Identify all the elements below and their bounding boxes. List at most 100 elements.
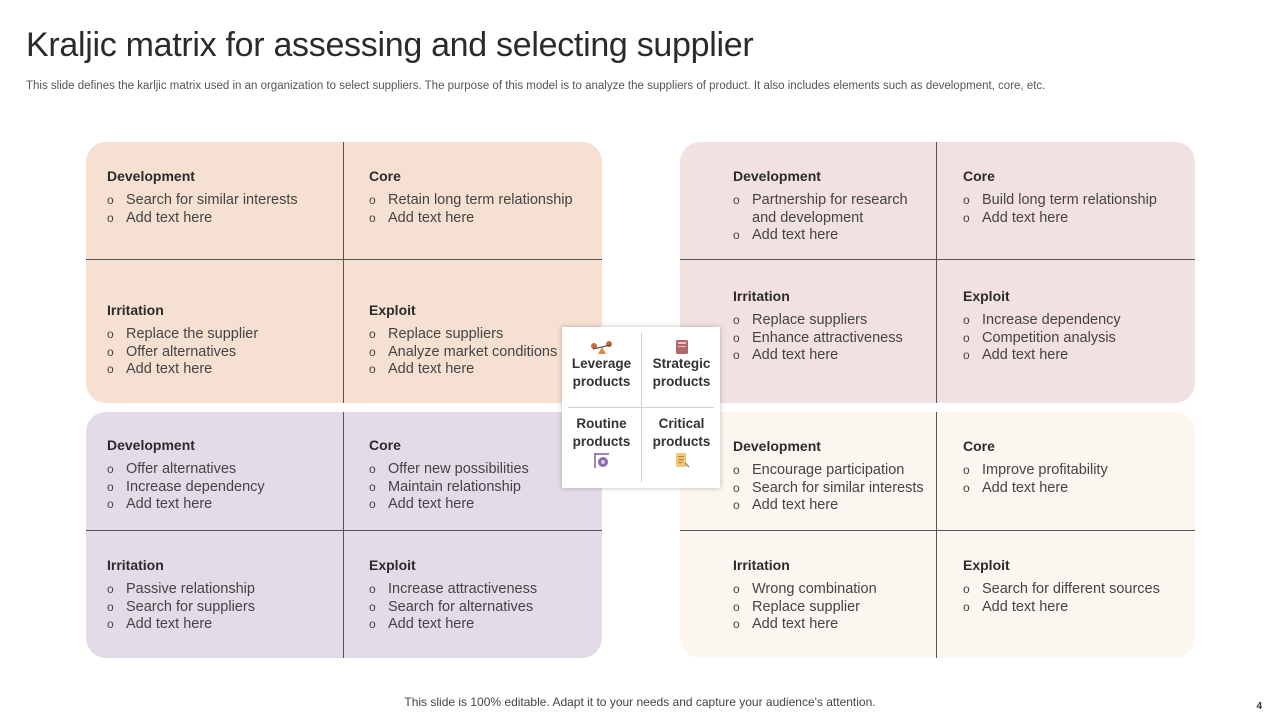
product-matrix-center: Leverage products Strategic products Rou… bbox=[562, 327, 720, 488]
leverage-label-line2: products bbox=[572, 374, 631, 389]
list-item: Add text here bbox=[369, 361, 557, 379]
list-item: Analyze market conditions bbox=[369, 344, 557, 362]
cell-heading: Core bbox=[963, 168, 995, 184]
list-item: Add text here bbox=[107, 616, 255, 634]
routine-label-line1: Routine bbox=[576, 416, 627, 431]
cell-exploit: Exploit Search for different sourcesAdd … bbox=[963, 557, 1160, 616]
divider-vertical bbox=[343, 412, 344, 658]
cell-development: Development Partnership for researchand … bbox=[733, 168, 908, 245]
list-item: Add text here bbox=[369, 616, 537, 634]
cell-list: Passive relationshipSearch for suppliers… bbox=[107, 581, 255, 634]
list-item: Search for similar interests bbox=[733, 480, 924, 498]
cell-list: Retain long term relationshipAdd text he… bbox=[369, 192, 573, 227]
cell-development: Development Search for similar interests… bbox=[107, 168, 298, 227]
cell-development: Development Offer alternativesIncrease d… bbox=[107, 437, 265, 514]
list-item: Add text here bbox=[107, 361, 258, 379]
document-icon bbox=[675, 453, 690, 468]
cell-list: Increase attractivenessSearch for altern… bbox=[369, 581, 537, 634]
clock-icon bbox=[593, 453, 609, 468]
cell-core: Core Improve profitabilityAdd text here bbox=[963, 438, 1108, 497]
cell-heading: Irritation bbox=[107, 557, 164, 573]
leverage-products: Leverage products bbox=[562, 339, 641, 419]
list-item: Increase dependency bbox=[107, 479, 265, 497]
cell-exploit: Exploit Replace suppliersAnalyze market … bbox=[369, 302, 557, 379]
cell-core: Core Build long term relationshipAdd tex… bbox=[963, 168, 1157, 227]
list-item: Offer alternatives bbox=[107, 461, 265, 479]
list-item: Add text here bbox=[963, 480, 1108, 498]
scale-icon bbox=[590, 341, 612, 354]
list-item: Competition analysis bbox=[963, 330, 1121, 348]
cell-irritation: Irritation Wrong combinationReplace supp… bbox=[733, 557, 877, 634]
list-item: Replace the supplier bbox=[107, 326, 258, 344]
cell-list: Search for similar interestsAdd text her… bbox=[107, 192, 298, 227]
routine-label-line2: products bbox=[572, 434, 631, 449]
cell-irritation: Irritation Passive relationshipSearch fo… bbox=[107, 557, 255, 634]
cell-heading: Exploit bbox=[369, 302, 416, 318]
quadrant-top-right: Development Partnership for researchand … bbox=[680, 142, 1195, 403]
quadrant-bottom-left: Development Offer alternativesIncrease d… bbox=[86, 412, 602, 658]
list-item: Increase dependency bbox=[963, 312, 1121, 330]
list-item: Build long term relationship bbox=[963, 192, 1157, 210]
list-item: Add text here bbox=[733, 347, 903, 365]
cell-exploit: Exploit Increase dependencyCompetition a… bbox=[963, 288, 1121, 365]
cell-development: Development Encourage participationSearc… bbox=[733, 438, 924, 515]
cell-heading: Core bbox=[369, 168, 401, 184]
divider-vertical bbox=[936, 142, 937, 403]
cell-list: Replace suppliersEnhance attractivenessA… bbox=[733, 312, 903, 365]
cell-irritation: Irritation Replace the supplierOffer alt… bbox=[107, 302, 258, 379]
list-item: Add text here bbox=[107, 496, 265, 514]
list-item: Wrong combination bbox=[733, 581, 877, 599]
cell-exploit: Exploit Increase attractivenessSearch fo… bbox=[369, 557, 537, 634]
cell-heading: Exploit bbox=[963, 288, 1010, 304]
cell-heading: Core bbox=[963, 438, 995, 454]
list-item: Offer alternatives bbox=[107, 344, 258, 362]
cell-core: Core Offer new possibilitiesMaintain rel… bbox=[369, 437, 529, 514]
cell-heading: Development bbox=[733, 438, 821, 454]
list-item: Add text here bbox=[107, 210, 298, 228]
cell-heading: Irritation bbox=[733, 288, 790, 304]
cell-heading: Development bbox=[107, 437, 195, 453]
cell-list: Increase dependencyCompetition analysisA… bbox=[963, 312, 1121, 365]
footer-note: This slide is 100% editable. Adapt it to… bbox=[404, 695, 876, 709]
list-item: Add text here bbox=[733, 616, 877, 634]
divider-horizontal bbox=[86, 259, 602, 260]
cell-irritation: Irritation Replace suppliersEnhance attr… bbox=[733, 288, 903, 365]
list-item: Search for alternatives bbox=[369, 599, 537, 617]
divider-vertical bbox=[343, 142, 344, 403]
list-item: Search for suppliers bbox=[107, 599, 255, 617]
list-item: Maintain relationship bbox=[369, 479, 529, 497]
quadrant-bottom-right: Development Encourage participationSearc… bbox=[680, 412, 1195, 658]
cell-list: Wrong combinationReplace supplierAdd tex… bbox=[733, 581, 877, 634]
page-number: 4 bbox=[1256, 701, 1262, 712]
critical-label-line2: products bbox=[652, 434, 711, 449]
divider-horizontal bbox=[680, 530, 1195, 531]
critical-products: Critical products bbox=[642, 415, 721, 495]
list-item: Encourage participation bbox=[733, 462, 924, 480]
strategic-label-line2: products bbox=[652, 374, 711, 389]
cell-list: Build long term relationshipAdd text her… bbox=[963, 192, 1157, 227]
list-item: Add text here bbox=[369, 210, 573, 228]
cell-heading: Irritation bbox=[107, 302, 164, 318]
list-item: Add text here bbox=[369, 496, 529, 514]
list-item: Enhance attractiveness bbox=[733, 330, 903, 348]
critical-label-line1: Critical bbox=[658, 416, 705, 431]
list-item: Replace supplier bbox=[733, 599, 877, 617]
page-subtitle: This slide defines the karljic matrix us… bbox=[26, 80, 1046, 92]
strategic-label-line1: Strategic bbox=[652, 356, 711, 371]
cell-heading: Irritation bbox=[733, 557, 790, 573]
divider-horizontal bbox=[86, 530, 602, 531]
routine-products: Routine products bbox=[562, 415, 641, 495]
list-item: Increase attractiveness bbox=[369, 581, 537, 599]
list-item: Add text here bbox=[733, 497, 924, 515]
cell-heading: Exploit bbox=[369, 557, 416, 573]
leverage-label-line1: Leverage bbox=[571, 356, 632, 371]
list-item: Retain long term relationship bbox=[369, 192, 573, 210]
page-title: Kraljic matrix for assessing and selecti… bbox=[26, 26, 754, 64]
list-item: Search for different sources bbox=[963, 581, 1160, 599]
list-item: Replace suppliers bbox=[369, 326, 557, 344]
center-divider-horizontal bbox=[568, 407, 714, 408]
list-item: Add text here bbox=[963, 599, 1160, 617]
cell-list: Search for different sourcesAdd text her… bbox=[963, 581, 1160, 616]
book-icon bbox=[675, 340, 688, 354]
